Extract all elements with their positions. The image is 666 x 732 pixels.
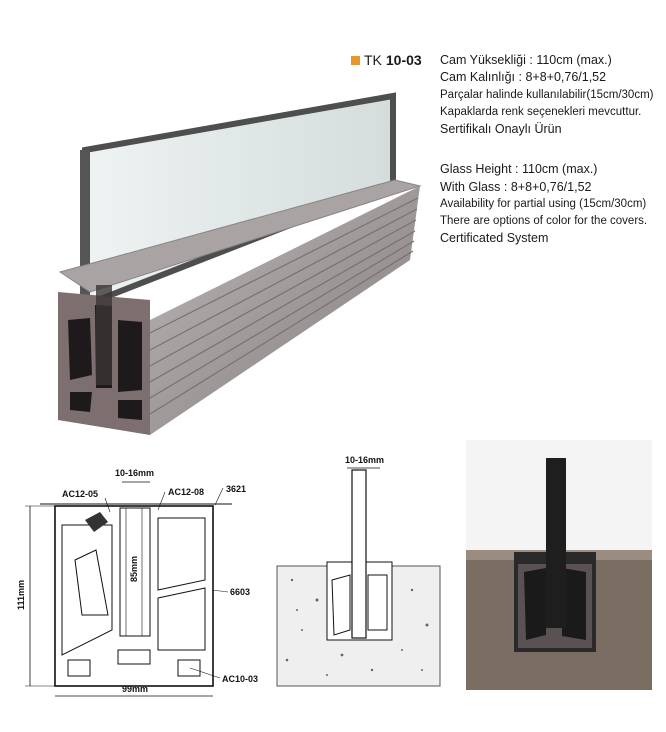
orange-square-icon: [351, 55, 360, 65]
spec-tr-glass-thickness: Cam Kalınlığı : 8+8+0,76/1,52: [440, 70, 607, 84]
installation-render: [466, 440, 652, 690]
spec-en-certified: Certificated System: [440, 231, 549, 245]
spec-tr-partial: Parçalar halinde kullanılabilir(15cm/30c…: [440, 89, 654, 101]
spec-en-partial: Availability for partial using (15cm/30c…: [440, 198, 647, 210]
install-gap-label: 10-16mm: [345, 455, 384, 465]
part-top-label: 3621: [226, 484, 246, 494]
part-side-label: 6603: [230, 587, 250, 597]
glass-panel-drawing: [351, 469, 367, 639]
product-code-number: 10-03: [385, 52, 422, 68]
spec-en-glass-height: Glass Height : 110cm (max.): [440, 162, 598, 176]
product-illustration: [58, 92, 422, 435]
depth-label: 85mm: [129, 556, 139, 582]
product-code: TK 10-03: [351, 52, 422, 68]
spec-tr-glass-height: Cam Yüksekliği : 110cm (max.): [440, 53, 612, 67]
spec-tr-certified: Sertifikalı Onaylı Ürün: [440, 122, 562, 136]
part-bottom-label: AC10-03: [222, 674, 258, 684]
spec-tr-colors: Kapaklarda renk seçenekleri mevcuttur.: [440, 106, 642, 118]
width-label: 99mm: [122, 684, 148, 694]
gap-label: 10-16mm: [115, 468, 154, 478]
height-label: 111mm: [16, 580, 26, 610]
product-code-prefix: TK: [364, 52, 382, 68]
glass-panel-render: [546, 458, 566, 628]
ac-left-label: AC12-05: [62, 489, 98, 499]
installation-drawing: 10-16mm: [276, 455, 441, 687]
ac-right-label: AC12-08: [168, 487, 204, 497]
technical-drawing: 10-16mm AC12-05 AC12-08 3621 85mm 111mm …: [16, 468, 258, 697]
profile-outline: [54, 505, 214, 687]
spec-en-colors: There are options of color for the cover…: [440, 215, 648, 227]
spec-en-glass-thickness: With Glass : 8+8+0,76/1,52: [440, 180, 592, 194]
